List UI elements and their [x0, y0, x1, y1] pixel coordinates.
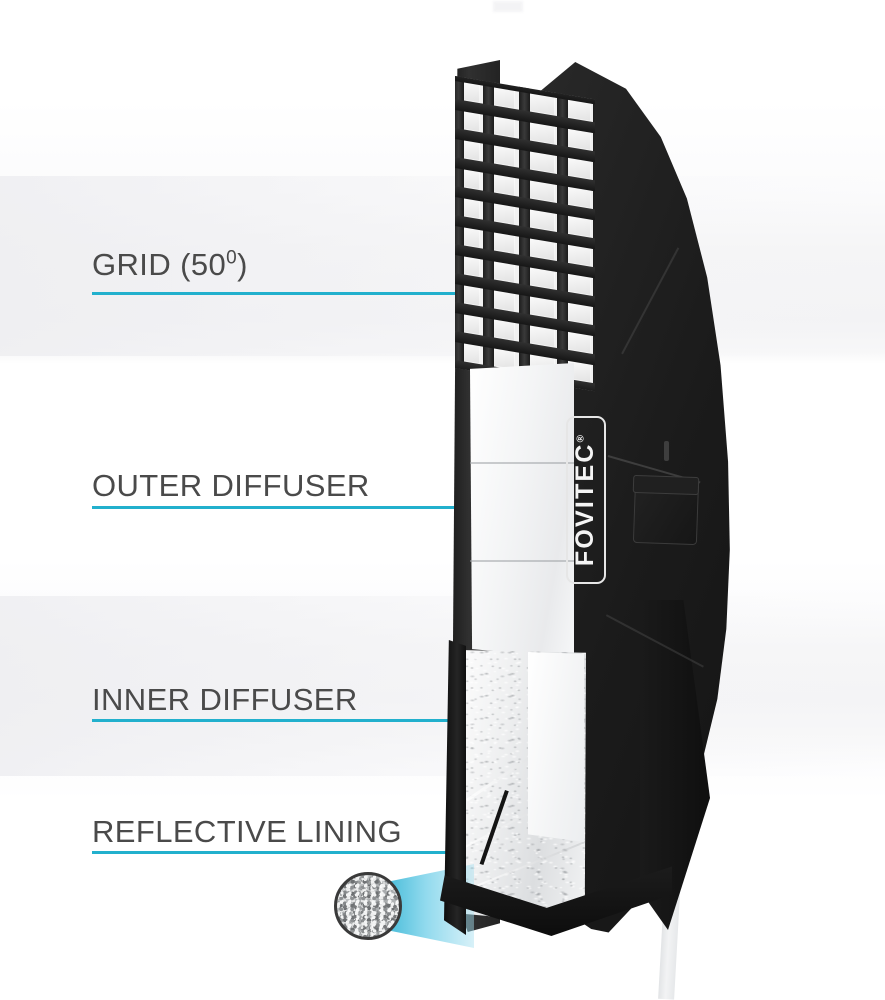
callout-grid-degree-symbol: 0: [226, 247, 238, 269]
leader-arrow-inner-diffuser: [498, 715, 507, 725]
callout-inner-diffuser-label: INNER DIFFUSER: [92, 682, 358, 717]
callout-inner-diffuser: INNER DIFFUSER: [92, 684, 358, 715]
leader-line-reflective-lining: [92, 851, 500, 854]
callout-grid-label: GRID (500): [92, 249, 248, 280]
leader-arrow-reflective-lining: [498, 847, 507, 857]
top-edge-artifact: [493, 1, 523, 12]
callout-reflective-lining-label: REFLECTIVE LINING: [92, 814, 402, 849]
callout-outer-diffuser-label: OUTER DIFFUSER: [92, 468, 370, 503]
callout-grid: GRID (500): [92, 249, 248, 280]
leader-line-grid: [92, 292, 477, 295]
leader-line-inner-diffuser: [92, 719, 500, 722]
callout-grid-label-suffix: ): [237, 247, 248, 282]
callout-grid-label-main: GRID (50: [92, 247, 227, 282]
leader-arrow-outer-diffuser: [498, 502, 507, 512]
callout-reflective-lining: REFLECTIVE LINING: [92, 816, 402, 847]
leader-line-outer-diffuser: [92, 506, 500, 509]
callout-outer-diffuser: OUTER DIFFUSER: [92, 470, 370, 501]
leader-arrow-grid: [475, 288, 484, 298]
